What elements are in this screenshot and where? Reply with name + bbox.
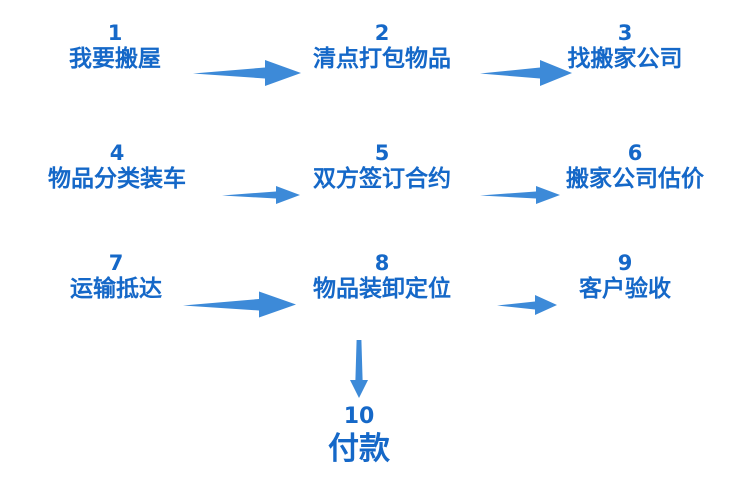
step-label-3: 找搬家公司 [567,46,683,73]
step-number-9: 9 [617,251,633,275]
step-number-8: 8 [374,251,390,275]
step-number-5: 5 [374,141,390,165]
arrow-7-to-8 [183,290,296,320]
step-label-5: 双方签订合约 [313,166,451,193]
step-number-6: 6 [627,141,643,165]
arrow-5-to-6 [480,184,560,206]
step-number-2: 2 [374,21,390,45]
step-label-8: 物品装卸定位 [313,276,451,303]
arrow-8-to-10 [344,340,374,398]
step-node-5[interactable]: 5 双方签订合约 [313,142,451,192]
step-label-10: 付款 [328,431,390,468]
step-node-10[interactable]: 10 付款 [328,405,390,468]
step-number-1: 1 [107,21,123,45]
step-node-4[interactable]: 4 物品分类装车 [48,142,186,192]
arrow-4-to-5 [222,184,300,206]
step-number-3: 3 [617,21,633,45]
step-node-8[interactable]: 8 物品装卸定位 [313,252,451,302]
step-label-7: 运输抵达 [70,276,162,303]
step-label-1: 我要搬屋 [69,46,161,73]
step-node-7[interactable]: 7 运输抵达 [70,252,162,302]
step-node-2[interactable]: 2 清点打包物品 [313,22,451,72]
step-number-10: 10 [343,404,375,429]
arrow-1-to-2 [193,58,301,88]
step-node-1[interactable]: 1 我要搬屋 [69,22,161,72]
step-node-9[interactable]: 9 客户验收 [579,252,671,302]
step-label-9: 客户验收 [579,276,671,303]
step-node-6[interactable]: 6 搬家公司估价 [566,142,704,192]
step-number-4: 4 [109,141,125,165]
step-label-2: 清点打包物品 [313,46,451,73]
step-label-4: 物品分类装车 [48,166,186,193]
step-number-7: 7 [108,251,124,275]
arrow-8-to-9 [497,293,557,317]
step-label-6: 搬家公司估价 [566,166,704,193]
arrow-2-to-3 [480,58,572,88]
step-node-3[interactable]: 3 找搬家公司 [568,22,683,72]
